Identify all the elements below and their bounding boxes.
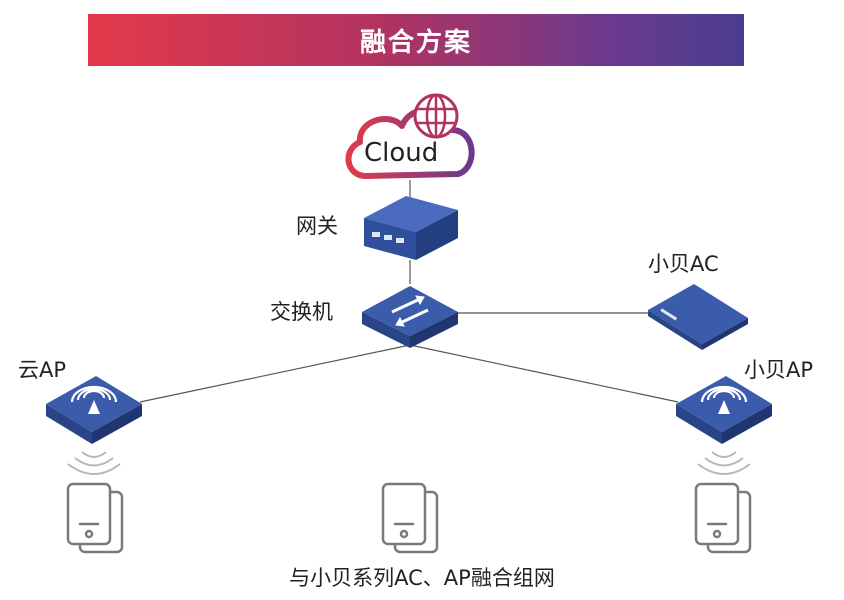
gateway-icon — [364, 196, 458, 260]
ap-icon — [46, 376, 142, 444]
network-links — [139, 180, 679, 403]
link-switch-smallap — [409, 344, 679, 403]
link-switch-cloudap — [139, 344, 411, 403]
small-ap-label: 小贝AP — [744, 358, 814, 382]
small-ac-label: 小贝AC — [648, 252, 719, 276]
wifi-signal-icon — [67, 451, 121, 475]
diagram-caption: 与小贝系列AC、AP融合组网 — [289, 566, 555, 590]
switch-icon — [362, 286, 458, 348]
diagram-title: 融合方案 — [359, 27, 472, 58]
cloud-ap-label: 云AP — [18, 358, 67, 382]
phone-icon — [381, 482, 439, 554]
switch-label: 交换机 — [270, 300, 333, 324]
ac-icon — [648, 284, 748, 350]
wifi-signal-icon — [697, 451, 751, 475]
cloud-label: Cloud — [364, 138, 439, 168]
phone-icon — [66, 482, 124, 554]
gateway-label: 网关 — [296, 214, 338, 238]
globe-icon — [413, 93, 459, 139]
title-banner: 融合方案 — [88, 14, 744, 66]
ap-icon — [676, 376, 772, 444]
phone-icon — [694, 482, 752, 554]
